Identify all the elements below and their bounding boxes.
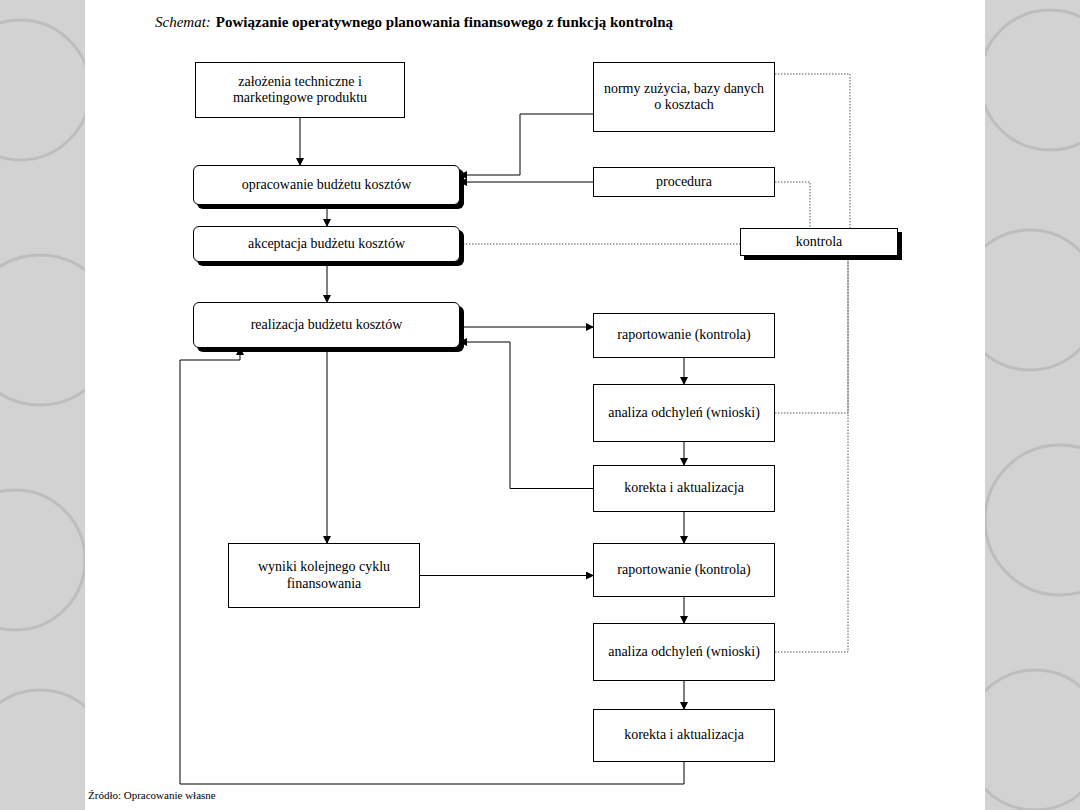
info-box: raportowanie (kontrola) <box>593 313 775 358</box>
process-box: opracowanie budżetu kosztów <box>193 165 460 205</box>
control-link <box>775 182 810 228</box>
info-box: korekta i aktualizacja <box>593 709 775 762</box>
flow-arrow <box>684 358 685 384</box>
info-box: korekta i aktualizacja <box>593 465 775 512</box>
flow-arrow <box>327 205 328 226</box>
control-link <box>775 74 850 228</box>
info-box: normy zużycia, bazy danych o kosztach <box>593 62 775 132</box>
box-text: normy zużycia, bazy danych o kosztach <box>600 81 768 113</box>
text-stack: normy zużycia, bazy danych o kosztach <box>600 81 768 113</box>
text-stack: wyniki kolejnego cyklu finansowania <box>235 559 413 591</box>
info-box: założenia techniczne i marketingowe prod… <box>195 62 405 118</box>
flow-arrow <box>460 114 593 175</box>
text-stack: akceptacja budżetu kosztów <box>248 236 405 252</box>
box-text: korekta i aktualizacja <box>624 480 744 496</box>
info-box: wyniki kolejnego cyklu finansowania <box>228 543 420 608</box>
text-stack: kontrola <box>796 234 843 250</box>
scheme-label: Schemat: <box>155 14 211 30</box>
text-stack: raportowanie (kontrola) <box>617 327 750 343</box>
text-stack: analiza odchyleń (wnioski) <box>608 405 760 421</box>
flow-arrow <box>460 182 593 183</box>
box-text: analiza odchyleń (wnioski) <box>608 405 760 421</box>
box-text: akceptacja budżetu kosztów <box>248 236 405 252</box>
control-link <box>775 256 848 652</box>
source-caption: Źródło: Opracowanie własne <box>88 789 216 801</box>
info-box: analiza odchyleń (wnioski) <box>593 623 775 681</box>
flow-arrow <box>460 342 593 489</box>
box-text: opracowanie budżetu kosztów <box>242 177 412 193</box>
text-stack: założenia techniczne i marketingowe prod… <box>202 74 398 106</box>
process-box: realizacja budżetu kosztów <box>193 302 460 348</box>
text-stack: raportowanie (kontrola) <box>617 562 750 578</box>
flow-arrow <box>327 262 328 302</box>
info-box: analiza odchyleń (wnioski) <box>593 384 775 442</box>
text-stack: procedura <box>656 174 712 190</box>
info-box: procedura <box>593 167 775 197</box>
box-text: procedura <box>656 174 712 190</box>
text-stack: realizacja budżetu kosztów <box>251 317 403 333</box>
info-box: raportowanie (kontrola) <box>593 543 775 597</box>
box-text: korekta i aktualizacja <box>624 727 744 743</box>
text-stack: korekta i aktualizacja <box>624 480 744 496</box>
flow-arrow <box>300 118 301 165</box>
box-text: analiza odchyleń (wnioski) <box>608 644 760 660</box>
flow-arrow <box>327 348 328 543</box>
process-box: akceptacja budżetu kosztów <box>193 226 460 262</box>
flow-arrow <box>460 327 593 328</box>
diagram-title: Powiązanie operatywnego planowania finan… <box>216 14 673 30</box>
flow-arrow <box>684 512 685 543</box>
text-stack: analiza odchyleń (wnioski) <box>608 644 760 660</box>
box-text: wyniki kolejnego cyklu finansowania <box>235 559 413 591</box>
page-panel <box>85 0 985 810</box>
box-text: kontrola <box>796 234 843 250</box>
text-stack: korekta i aktualizacja <box>624 727 744 743</box>
box-text: raportowanie (kontrola) <box>617 327 750 343</box>
control-link <box>460 244 740 245</box>
flow-arrow <box>420 575 593 576</box>
info-box: kontrola <box>740 228 898 256</box>
flow-arrow <box>684 681 685 709</box>
flow-arrow <box>684 442 685 465</box>
flow-arrow <box>684 597 685 623</box>
heading-line: Schemat: Powiązanie operatywnego planowan… <box>155 14 673 31</box>
box-text: raportowanie (kontrola) <box>617 562 750 578</box>
text-stack: opracowanie budżetu kosztów <box>242 177 412 193</box>
box-text: realizacja budżetu kosztów <box>251 317 403 333</box>
box-text: założenia techniczne i marketingowe prod… <box>202 74 398 106</box>
control-link <box>775 256 848 413</box>
